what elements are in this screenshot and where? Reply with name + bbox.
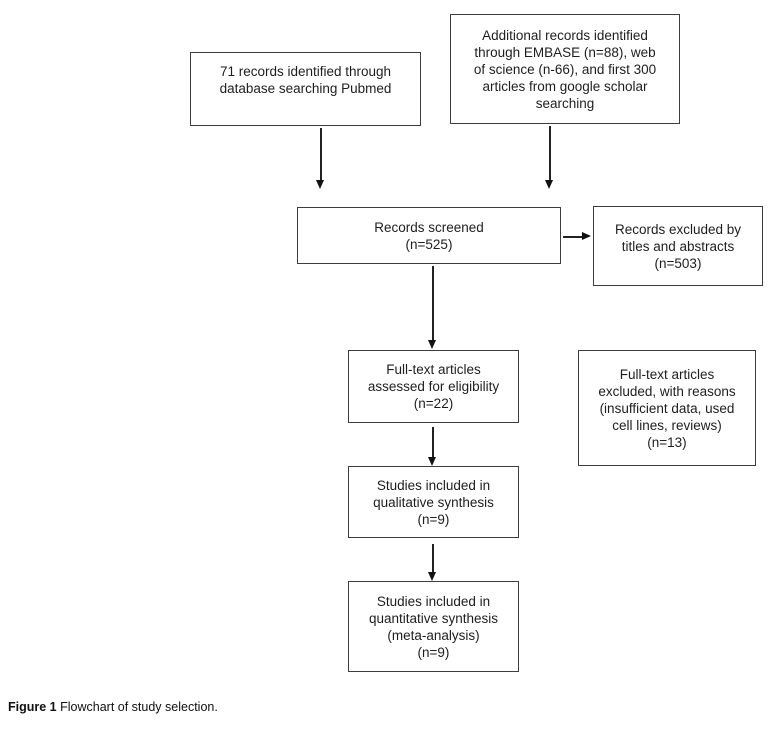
node-additional-records: Additional records identified through EM…: [450, 14, 680, 124]
node-qualitative-synthesis: Studies included in qualitative synthesi…: [348, 466, 519, 538]
arrow-line: [432, 544, 434, 573]
node-records-screened: Records screened (n=525): [297, 207, 561, 264]
arrow-additional-to-screened: [543, 126, 556, 189]
arrow-line: [432, 427, 434, 458]
figure-caption: Figure 1 Flowchart of study selection.: [8, 700, 218, 714]
arrow-right-icon: [582, 232, 591, 240]
arrow-down-icon: [316, 180, 324, 189]
arrow-line: [549, 126, 551, 181]
arrow-down-icon: [545, 180, 553, 189]
arrow-line: [432, 266, 434, 341]
arrow-line: [563, 236, 583, 238]
figure-caption-text: Flowchart of study selection.: [60, 700, 218, 714]
arrow-down-icon: [428, 340, 436, 349]
node-fulltext-excluded-reasons: Full-text articles excluded, with reason…: [578, 350, 756, 466]
arrow-pubmed-to-screened: [314, 128, 327, 189]
arrow-screened-to-excluded: [563, 230, 591, 243]
node-quantitative-synthesis: Studies included in quantitative synthes…: [348, 581, 519, 672]
arrow-qualitative-to-quantitative: [426, 544, 439, 581]
node-fulltext-assessed: Full-text articles assessed for eligibil…: [348, 350, 519, 423]
arrow-fulltext-to-qualitative: [426, 427, 439, 466]
arrow-down-icon: [428, 457, 436, 466]
figure-caption-label: Figure 1: [8, 700, 57, 714]
arrow-down-icon: [428, 572, 436, 581]
node-records-excluded-titles-abstracts: Records excluded by titles and abstracts…: [593, 206, 763, 286]
node-pubmed-records: 71 records identified through database s…: [190, 52, 421, 126]
arrow-screened-to-fulltext: [426, 266, 439, 349]
arrow-line: [320, 128, 322, 181]
